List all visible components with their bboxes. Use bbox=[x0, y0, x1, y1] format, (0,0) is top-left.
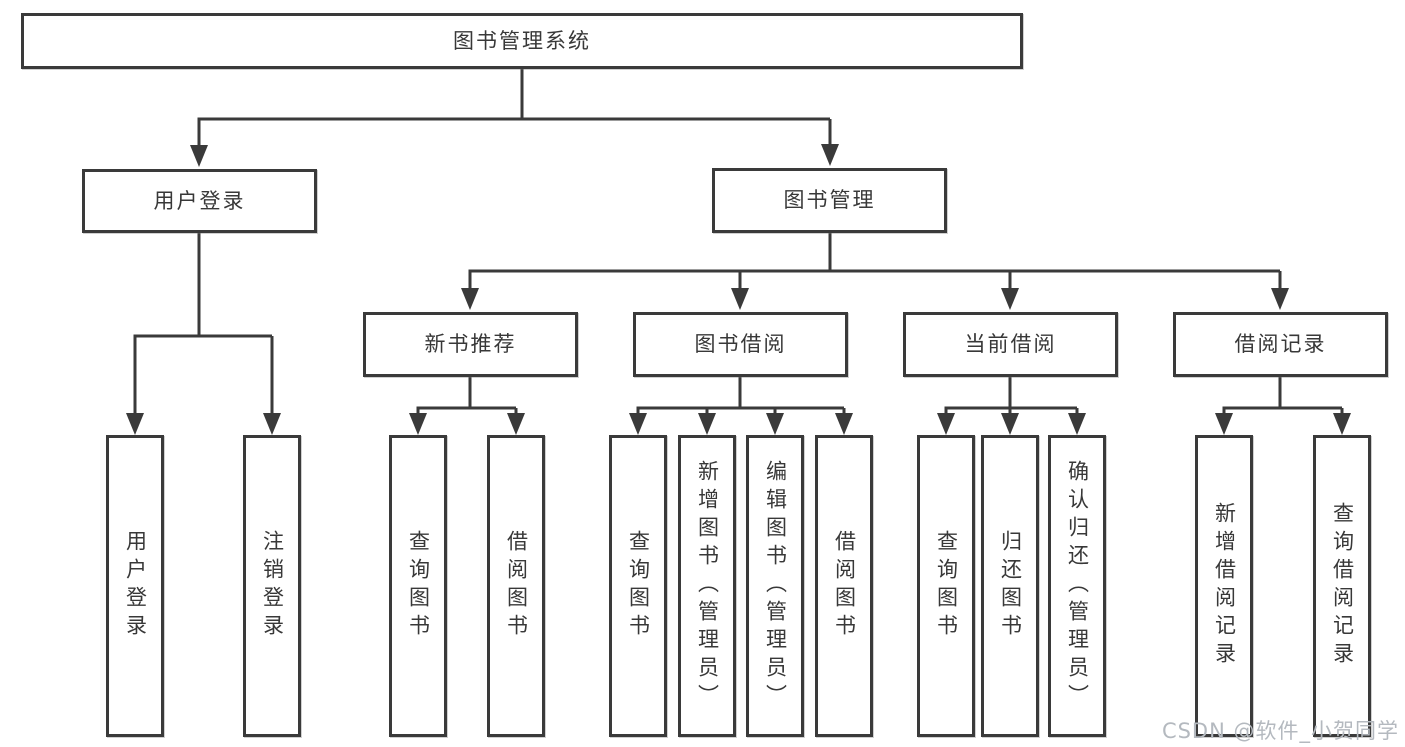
edge-current-borrowing-branch bbox=[944, 377, 1079, 417]
leaf-borrow-books-recommend-label: 借阅图书 bbox=[504, 530, 529, 642]
leaf-query-borrow-record: 查询借阅记录 bbox=[1313, 435, 1371, 737]
leaf-logout-label: 注销登录 bbox=[260, 530, 285, 642]
node-user-login-module: 用户登录 bbox=[82, 169, 317, 233]
csdn-watermark: CSDN @软件_小贺同学 bbox=[1161, 719, 1399, 743]
leaf-borrow-books-recommend: 借阅图书 bbox=[487, 435, 545, 737]
leaf-query-books-borrowing-label: 查询图书 bbox=[626, 530, 651, 642]
node-new-book-recommend: 新书推荐 bbox=[363, 312, 578, 377]
edge-root-to-level2 bbox=[197, 69, 832, 149]
node-borrowing-records-label: 借阅记录 bbox=[1234, 332, 1327, 356]
leaf-query-books-current-label: 查询图书 bbox=[934, 530, 959, 642]
edge-user-login-branch bbox=[133, 233, 274, 417]
leaf-edit-book-admin-label: 编辑图书（管理员） bbox=[763, 460, 788, 712]
leaf-confirm-return-admin-label: 确认归还（管理员） bbox=[1065, 460, 1090, 712]
leaf-query-books-borrowing: 查询图书 bbox=[609, 435, 667, 737]
leaf-query-books-recommend: 查询图书 bbox=[389, 435, 447, 737]
node-current-borrowing: 当前借阅 bbox=[903, 312, 1118, 377]
leaf-edit-book-admin: 编辑图书（管理员） bbox=[746, 435, 804, 737]
leaf-return-books: 归还图书 bbox=[981, 435, 1039, 737]
node-current-borrowing-label: 当前借阅 bbox=[964, 332, 1057, 356]
edge-new-book-recommend-branch bbox=[416, 377, 518, 417]
node-root-label: 图书管理系统 bbox=[453, 28, 591, 53]
edge-book-borrowing-branch bbox=[636, 377, 846, 417]
arrowheads bbox=[126, 144, 1351, 435]
leaf-confirm-return-admin: 确认归还（管理员） bbox=[1048, 435, 1106, 737]
edge-book-management-branch bbox=[468, 233, 1282, 292]
node-book-borrowing: 图书借阅 bbox=[633, 312, 848, 377]
leaf-borrow-books: 借阅图书 bbox=[815, 435, 873, 737]
leaf-query-books-current: 查询图书 bbox=[917, 435, 975, 737]
leaf-return-books-label: 归还图书 bbox=[998, 530, 1023, 642]
leaf-user-login-label: 用户登录 bbox=[123, 530, 148, 642]
node-borrowing-records: 借阅记录 bbox=[1173, 312, 1388, 377]
leaf-user-login: 用户登录 bbox=[106, 435, 164, 737]
leaf-add-borrow-record-label: 新增借阅记录 bbox=[1212, 502, 1237, 670]
node-book-management-module-label: 图书管理 bbox=[783, 188, 876, 212]
leaf-borrow-books-label: 借阅图书 bbox=[832, 530, 857, 642]
leaf-add-book-admin-label: 新增图书（管理员） bbox=[695, 460, 720, 712]
edge-borrowing-records-branch bbox=[1222, 377, 1344, 417]
node-user-login-module-label: 用户登录 bbox=[153, 188, 246, 213]
node-book-management-module: 图书管理 bbox=[712, 168, 947, 233]
leaf-logout: 注销登录 bbox=[243, 435, 301, 737]
node-new-book-recommend-label: 新书推荐 bbox=[424, 332, 517, 356]
node-book-borrowing-label: 图书借阅 bbox=[694, 332, 787, 356]
node-root: 图书管理系统 bbox=[21, 13, 1023, 69]
leaf-add-borrow-record: 新增借阅记录 bbox=[1195, 435, 1253, 737]
leaf-add-book-admin: 新增图书（管理员） bbox=[678, 435, 736, 737]
leaf-query-books-recommend-label: 查询图书 bbox=[406, 530, 431, 642]
leaf-query-borrow-record-label: 查询借阅记录 bbox=[1330, 502, 1355, 670]
